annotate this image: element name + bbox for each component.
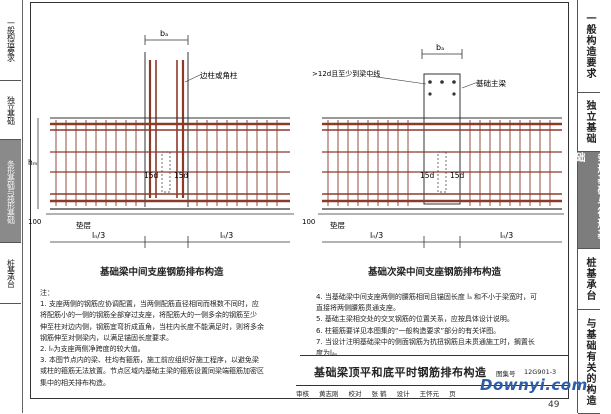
right-tab-isolated[interactable]: 独立基础 (578, 93, 600, 152)
dim-bb: bₐ (160, 29, 168, 38)
note-line: 将配筋小的一侧的钢筋全部穿过支座，将配筋大的一侧多余的钢筋至少 (40, 311, 257, 320)
left-ln-left: lₙ/3 (92, 231, 105, 240)
left-dim-h: hₘ (28, 158, 38, 167)
right-ln-right: lₙ/3 (500, 231, 513, 240)
note-line: 集中的相关排布构造。 (40, 378, 110, 387)
right-main-beam-label: 基础主梁 (476, 78, 506, 88)
notes-heading: 注： (40, 289, 54, 297)
left-15d-a: 15d (144, 171, 159, 180)
right-pad-label: 垫层 (330, 220, 345, 230)
watermark-text: Downyi.com (480, 376, 588, 394)
note-line: 钢筋伸至对侧梁内，以满足锚固长度要求。 (40, 333, 173, 342)
note-line: 4. 当基础梁中间支座两侧的腰筋相同且锚固长度 lₐ 和不小于梁宽时，可 (316, 293, 538, 301)
sign-item: 校对 (348, 390, 362, 398)
left-diagram-caption: 基础梁中间支座钢筋排布构造 (100, 267, 224, 278)
sign-item: 设计 (396, 390, 410, 398)
notes-left: 注： 1. 支座两侧的钢筋应协调配置，当两侧配筋直径相同而根数不同时，应 将配筋… (40, 288, 295, 389)
left-tab-pile-cap[interactable]: 桩基承台 (0, 243, 21, 304)
right-tab-strip-raft[interactable]: 条形基础与筏形基础 (573, 152, 606, 249)
left-support-diagram: bₐ 边柱或角柱 15d 15d hₘ 100 垫层 lₙ/3 lₙ/3 (28, 29, 294, 248)
right-15d-b: 15d (450, 171, 465, 180)
sign-item: 审核 (296, 390, 309, 398)
left-pad-label: 垫层 (76, 220, 91, 230)
set-label: 图集号 (496, 370, 516, 378)
right-15d-a: 15d (420, 171, 435, 180)
right-section-tabs: 一般构造要求 独立基础 条形基础与筏形基础 桩基承台 与基础有关的构造 (573, 0, 606, 414)
right-tab-general[interactable]: 一般构造要求 (578, 0, 600, 93)
note-line: 1. 支座两侧的钢筋应协调配置，当两侧配筋直径相同而根数不同时，应 (40, 300, 259, 309)
drawing-frame (30, 2, 569, 399)
sign-item: 黄志刚 (319, 390, 339, 398)
title-block: 基础梁顶平和底平时钢筋排布构造 图集号 12G901-3 审核 黄志刚 校对 张… (296, 355, 568, 398)
note-line: 3. 本图节点内的梁、柱均有箍筋，施工前应组织好施工程序，以避免梁 (40, 356, 259, 365)
right-top-note: >12d且至少到梁中线 (312, 69, 380, 78)
left-tab-strip-raft[interactable]: 条形基础与筏形基础 (0, 140, 21, 243)
right-dim-100: 100 (302, 218, 315, 226)
note-line: 直接将两侧腰筋贯通支座。 (316, 304, 400, 313)
note-line: 2. lₙ为支座两侧净跨度的较大值。 (40, 345, 145, 354)
note-line: 度为lₐ。 (316, 349, 342, 358)
signature-row: 审核 黄志刚 校对 张 鹤 设计 王怀元 页 (296, 385, 568, 398)
page-number: 49 (548, 400, 560, 410)
page-label: 页 (449, 390, 456, 398)
sign-item: 张 鹤 (371, 390, 387, 398)
note-line: 6. 柱箍筋要详见本图集的“一般构造要求”部分的有关详图。 (316, 326, 501, 335)
left-ln-right: lₙ/3 (220, 231, 233, 240)
note-line: 伸至柱对边内侧，钢筋宜弯折成直角，当柱内长度不能满足时，则将多余 (40, 322, 264, 331)
sign-item: 王怀元 (419, 390, 440, 398)
left-15d-b: 15d (174, 171, 189, 180)
edge-column-label: 边柱或角柱 (200, 70, 238, 80)
left-section-tabs: 一般构造要求 独立基础 条形基础与筏形基础 桩基承台 (0, 0, 23, 413)
set-number: 12G901-3 (524, 368, 557, 376)
note-line: 7. 当设计注明基础梁中的侧面钢筋为抗扭钢筋且未贯通施工时，搁置长 (316, 337, 535, 346)
left-tab-isolated[interactable]: 独立基础 (0, 81, 21, 140)
right-ln-left: lₙ/3 (370, 231, 383, 240)
note-line: 5. 基础主梁相交处的交叉钢筋的位置关系，应按具体设计说明。 (316, 315, 514, 324)
notes-right: 4. 当基础梁中间支座两侧的腰筋相同且锚固长度 lₐ 和不小于梁宽时，可 直接将… (316, 292, 566, 359)
left-dim-100: 100 (28, 218, 41, 226)
note-line: 或柱的箍筋无法放置。节点区域内基础主梁的箍筋设置同梁端箍筋加密区 (40, 367, 264, 376)
left-tab-general[interactable]: 一般构造要求 (0, 0, 21, 81)
right-tab-pile-cap[interactable]: 桩基承台 (578, 249, 600, 310)
right-support-diagram: >12d且至少到梁中线 bₐ 基础主梁 15d 15d 100 垫层 lₙ/3 … (302, 43, 564, 248)
right-tab-related[interactable]: 与基础有关的构造 (578, 310, 600, 414)
drawing-title: 基础梁顶平和底平时钢筋排布构造 (314, 366, 487, 379)
right-diagram-caption: 基础次梁中间支座钢筋排布构造 (368, 267, 502, 278)
right-dim-bb: bₐ (436, 43, 444, 52)
